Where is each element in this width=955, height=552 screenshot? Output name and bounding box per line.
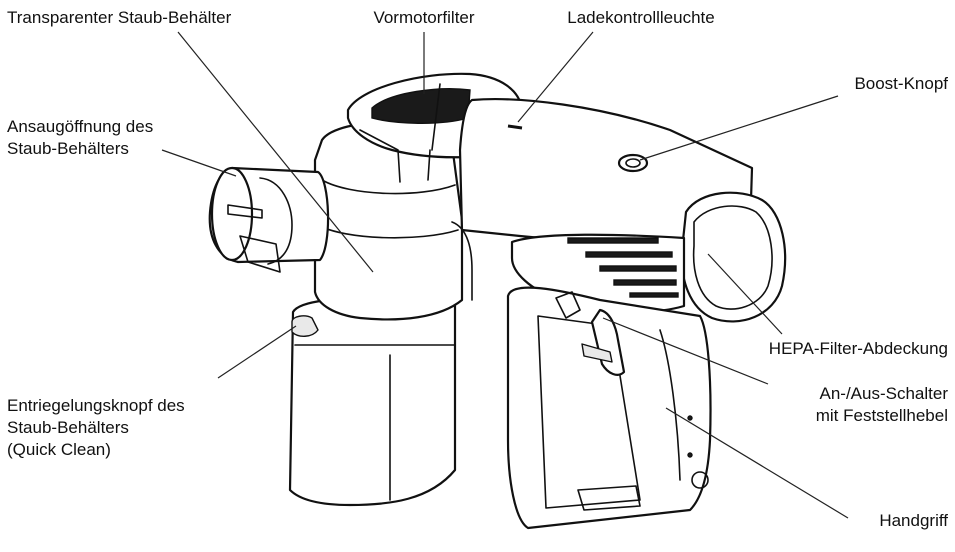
label-release-line1: Entriegelungsknopf des <box>7 396 185 415</box>
label-release: Entriegelungsknopf des Staub-Behälters (… <box>7 395 185 461</box>
label-switch: An-/Aus-Schalter mit Feststellhebel <box>816 383 948 427</box>
leader-intake <box>161 149 237 177</box>
label-intake-line1: Ansaugöffnung des <box>7 117 154 136</box>
leader-charge-indicator <box>517 31 594 123</box>
boost-button <box>617 153 649 173</box>
leader-boost-button <box>639 95 839 161</box>
handle-shape <box>506 286 712 530</box>
label-hepa-cover: HEPA-Filter-Abdeckung <box>768 339 948 358</box>
label-charge-indicator: Ladekontrollleuchte <box>567 8 715 27</box>
label-handle: Handgriff <box>879 511 948 530</box>
label-release-line3: (Quick Clean) <box>7 440 111 459</box>
label-intake: Ansaugöffnung des Staub-Behälters <box>7 116 153 160</box>
leader-hepa-cover <box>707 253 783 335</box>
label-intake-line2: Staub-Behälters <box>7 139 129 158</box>
leader-release <box>217 325 297 379</box>
label-switch-line1: An-/Aus-Schalter <box>819 384 949 403</box>
label-dust-container: Transparenter Staub-Behälter <box>7 8 232 27</box>
hepa-cover-shape <box>680 191 787 323</box>
trigger <box>590 308 626 376</box>
label-release-line2: Staub-Behälters <box>7 418 129 437</box>
label-premotor-filter: Vormotorfilter <box>373 8 475 27</box>
label-switch-line2: mit Feststellhebel <box>815 406 948 425</box>
release-button <box>291 315 319 337</box>
leader-dust-container <box>177 31 374 273</box>
label-boost-button: Boost-Knopf <box>854 74 948 93</box>
leader-handle <box>665 407 849 519</box>
leader-switch <box>602 317 769 385</box>
